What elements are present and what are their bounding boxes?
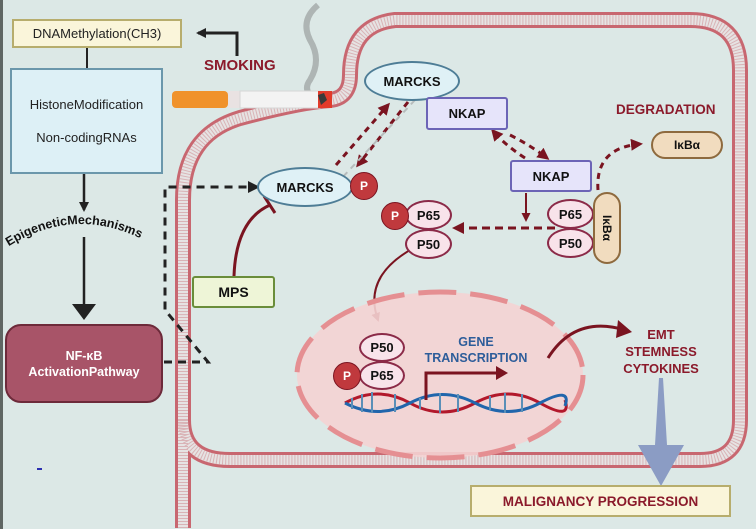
epigenetic-mechanisms-label: EpigeneticMechanisms bbox=[3, 213, 145, 249]
nuclear-envelope bbox=[294, 289, 586, 461]
mps-inhibition-line bbox=[232, 203, 271, 277]
arrow-head bbox=[248, 181, 260, 193]
outcome-stemness: STEMNESS bbox=[625, 344, 697, 359]
marcks-from-membrane-arrow bbox=[356, 101, 410, 168]
nkap-bottom-node: NKAP bbox=[510, 160, 592, 192]
p50-complex-node: P50 bbox=[547, 228, 594, 258]
activation-pathway-label: ActivationPathway bbox=[28, 364, 140, 379]
p50-label: P50 bbox=[370, 340, 394, 355]
arrow-head bbox=[72, 304, 96, 320]
smoke-icon bbox=[303, 2, 321, 97]
outcomes-label: EMT STEMNESS CYTOKINES bbox=[606, 326, 716, 377]
p65-free-node: P65 bbox=[405, 200, 452, 230]
nkap-translocate-arrow bbox=[509, 133, 550, 160]
ikba-complex-node: IκBα bbox=[593, 192, 621, 264]
nkap-label: NKAP bbox=[448, 106, 486, 121]
faint-connector bbox=[339, 99, 416, 181]
dna-methylation-label: DNAMethylation(CH3) bbox=[32, 26, 162, 41]
mps-label: MPS bbox=[218, 284, 249, 300]
histone-box: HistoneModification Non-codingRNAs bbox=[10, 68, 163, 174]
phospho-marker-p65-nucleus: P bbox=[333, 362, 361, 390]
cell-membrane bbox=[174, 11, 748, 528]
nfkb-pathway-box: NF-κB ActivationPathway bbox=[5, 324, 163, 403]
p50-label: P50 bbox=[416, 236, 441, 252]
blue-dot-mark bbox=[37, 468, 42, 470]
marcks-label: MARCKS bbox=[276, 179, 334, 195]
nucleus bbox=[297, 292, 583, 458]
p50-label: P50 bbox=[558, 235, 583, 251]
p65-nucleus-node: P65 bbox=[359, 361, 405, 390]
phospho-marker-marcks: P bbox=[350, 172, 378, 200]
p65-label: P65 bbox=[558, 206, 583, 222]
epigenetic-mechanisms-text: EpigeneticMechanisms bbox=[3, 213, 145, 249]
dna-helix-icon bbox=[344, 392, 568, 414]
p50-free-node: P50 bbox=[405, 229, 452, 259]
svg-text:EpigeneticMechanisms: EpigeneticMechanisms bbox=[3, 213, 145, 249]
dna-methylation-box: DNAMethylation(CH3) bbox=[12, 19, 182, 48]
ikba-label: IκBα bbox=[673, 138, 701, 152]
marcks-to-membrane-arrow bbox=[334, 102, 390, 166]
smoking-label: SMOKING bbox=[204, 57, 276, 74]
nfkb-to-marcks-dashed-arrow bbox=[163, 185, 252, 364]
nkap-top-node: NKAP bbox=[426, 97, 508, 130]
malignancy-label: MALIGNANCY PROGRESSION bbox=[502, 493, 699, 509]
p65-label: P65 bbox=[370, 368, 394, 383]
phospho-label: P bbox=[390, 209, 399, 223]
outcome-emt: EMT bbox=[647, 327, 675, 342]
transcription-label: TRANSCRIPTION bbox=[424, 351, 528, 365]
mps-box: MPS bbox=[192, 276, 275, 308]
outcome-cytokines: CYTOKINES bbox=[623, 361, 699, 376]
smoking-to-methylation-arrow bbox=[196, 28, 239, 56]
degradation-arrow bbox=[596, 138, 643, 191]
noncoding-rnas-label: Non-codingRNAs bbox=[36, 130, 137, 145]
phospho-marker-p65: P bbox=[381, 202, 409, 230]
malignancy-progression-box: MALIGNANCY PROGRESSION bbox=[470, 485, 731, 517]
gene-label: GENE bbox=[458, 335, 494, 349]
arrow-head bbox=[496, 366, 508, 380]
cigarette-icon bbox=[172, 90, 332, 109]
p65-label: P65 bbox=[416, 207, 441, 223]
nkap-return-arrow bbox=[491, 128, 526, 160]
phospho-label: P bbox=[342, 369, 351, 383]
degradation-label: DEGRADATION bbox=[616, 102, 716, 117]
phospho-label: P bbox=[359, 179, 368, 193]
progression-arrow bbox=[638, 378, 684, 486]
arrow-head bbox=[616, 320, 632, 338]
p65-complex-node: P65 bbox=[547, 199, 594, 229]
nucleus-to-outcomes-arrow bbox=[546, 324, 626, 359]
marcks-cytoplasm-node: MARCKS bbox=[257, 167, 353, 207]
ikba-degraded-node: IκBα bbox=[651, 131, 723, 159]
histone-modification-label: HistoneModification bbox=[29, 97, 144, 112]
marcks-membrane-node: MARCKS bbox=[364, 61, 460, 101]
nkap-label: NKAP bbox=[532, 168, 570, 184]
nfkb-label: NF-κB bbox=[65, 348, 103, 363]
p50-nucleus-node: P50 bbox=[359, 333, 405, 362]
transcription-start-arrow bbox=[424, 371, 498, 400]
left-edge bbox=[0, 0, 3, 529]
ikba-label: IκBα bbox=[600, 214, 615, 242]
marcks-label: MARCKS bbox=[383, 73, 441, 89]
gene-transcription-label: GENE TRANSCRIPTION bbox=[412, 334, 540, 366]
